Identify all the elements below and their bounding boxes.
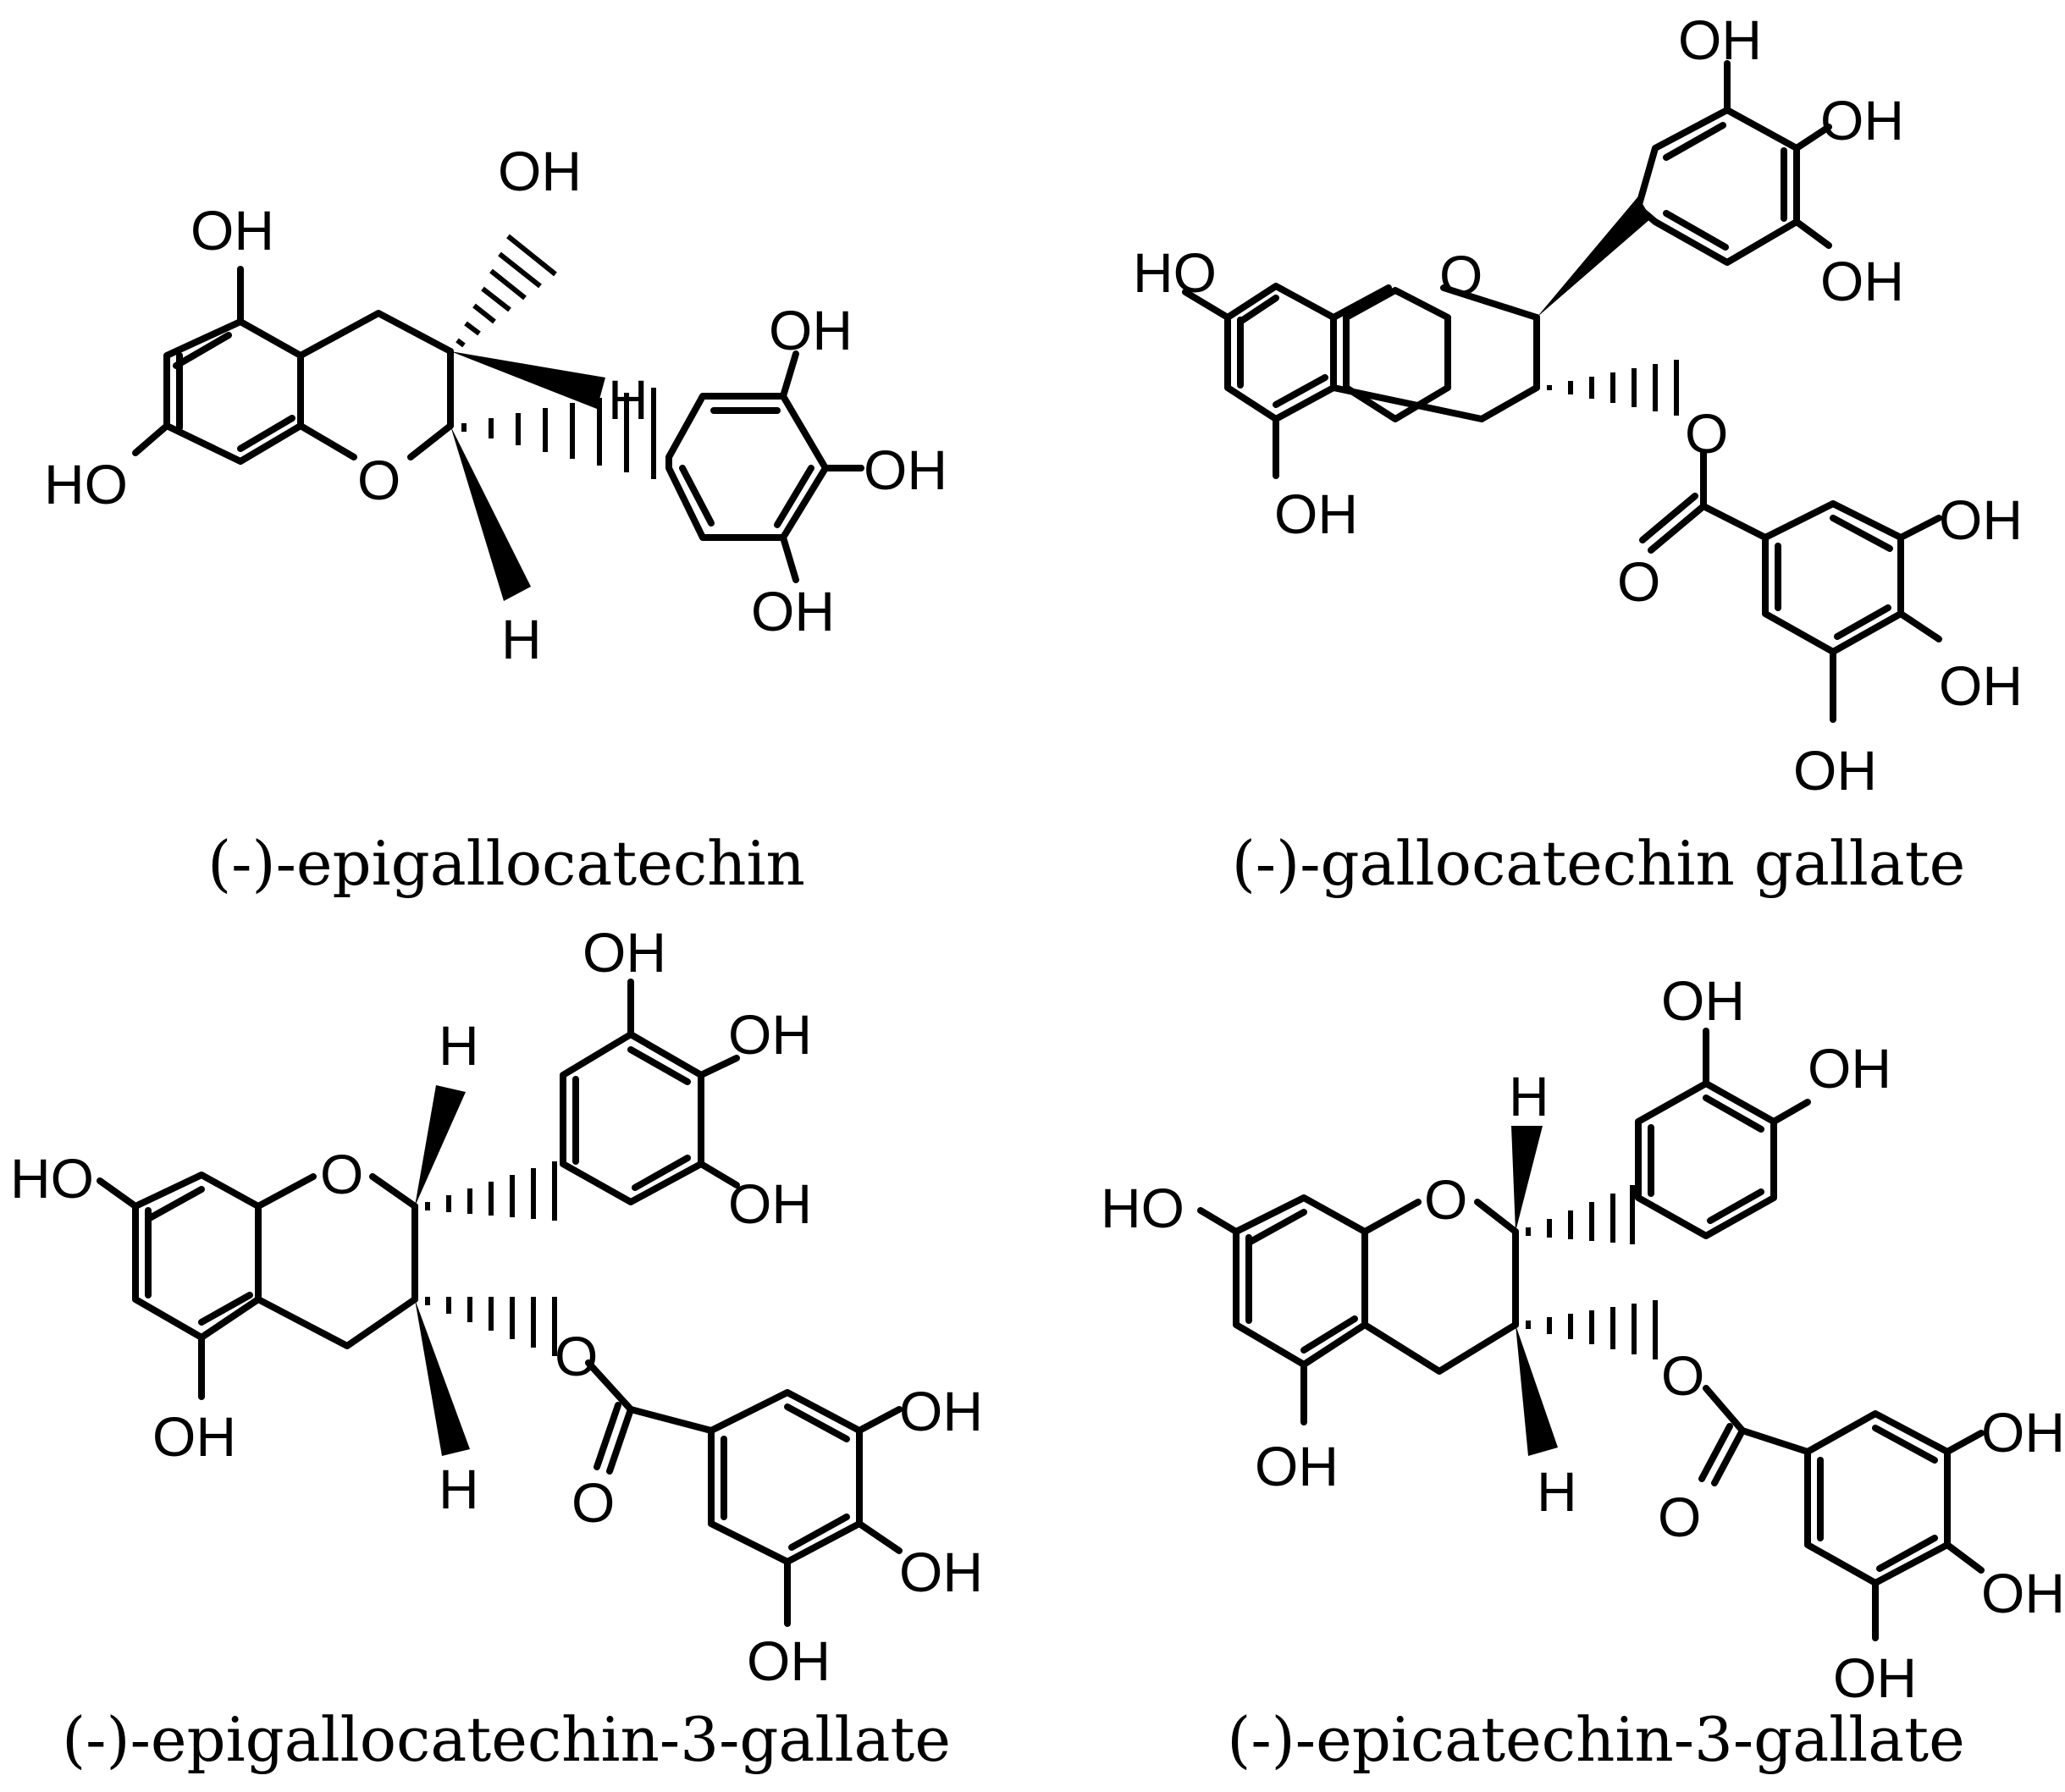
wedge-bond-h3 [1516,1325,1558,1456]
atom-label-oh-b4: OH [728,1003,812,1066]
hashed-bond-oh3 [456,234,557,348]
atom-label-oh-5: OH [152,1405,236,1468]
wedge-bond-h2 [1511,1126,1543,1232]
hashed-bond-b-ring [425,1161,557,1221]
atom-label-ring-oxygen: O [1439,244,1482,306]
stereo-bonds [415,1085,557,1456]
atom-label-carbonyl-oxygen: O [571,1471,615,1534]
atom-label-ho-7: HO [1133,241,1217,304]
atom-label-oh-g5: OH [1793,739,1877,802]
atom-label-ho-7: HO [44,453,128,516]
hashed-bond-ester [1526,1300,1658,1359]
wedge-bond-h2 [450,426,531,601]
atom-label-oh-5: OH [1255,1435,1339,1497]
atom-label-oh-b5: OH [1820,250,1904,312]
atom-label-ring-oxygen: O [1424,1168,1467,1231]
atom-label-h-2: H [501,608,542,670]
hashed-bond-b-ring [461,388,656,479]
atom-label-ester-oxygen: O [1661,1344,1704,1407]
wedge-bond-h2 [415,1085,466,1206]
wedge-bond-h3 [450,351,605,409]
atom-label-oh-g4: OH [899,1541,983,1603]
molecule-epigallocatechin: OH OH HO O H H OH OH OH (-)-epigallocate… [44,140,947,899]
atom-label-oh-b5: OH [728,1172,812,1235]
atom-label-oh-g4: OH [1981,1562,2065,1624]
atom-label-carbonyl-oxygen: O [1658,1486,1701,1548]
atom-label-ester-oxygen: O [1685,402,1728,465]
atom-label-oh-5: OH [1274,482,1358,545]
molecule-name: (-)-epicatechin-3-gallate [1227,1704,1964,1775]
atom-label-oh-3: OH [498,140,582,202]
atom-label-oh-b3: OH [1678,8,1762,71]
molecule-name: (-)-epigallocatechin-3-gallate [62,1704,951,1775]
atom-label-oh-g3: OH [899,1380,983,1442]
atom-label-oh-g3: OH [1939,488,2023,551]
hashed-bond-ester [1547,360,1679,416]
molecule-name: (-)-epigallocatechin [207,828,805,899]
hashed-bond-b-ring [1526,1185,1635,1244]
atom-label-oh-5: OH [190,199,274,262]
molecule-epicatechin-3-gallate: HO O OH H H OH OH O O OH OH OH (-)-epica… [1101,969,2065,1775]
atom-label-carbonyl-oxygen: O [1617,550,1660,613]
atom-label-ho-7: HO [1101,1177,1184,1239]
atom-label-ring-oxygen: O [357,449,400,511]
atom-label-h-3: H [608,368,649,431]
atom-label-oh-b3: OH [769,299,853,361]
atom-label-ring-oxygen: O [320,1143,363,1205]
atom-label-oh-b4: OH [1808,1037,1891,1100]
wedge-bond-h3 [415,1299,470,1456]
atom-label-ho-7: HO [10,1147,94,1210]
stereo-bonds [1511,1126,1658,1456]
atom-label-oh-b5: OH [751,580,835,642]
molecule-name: (-)-gallocatechin gallate [1232,828,1966,899]
stereo-bonds [1537,196,1679,416]
atom-label-ester-oxygen: O [555,1325,598,1387]
atom-label-oh-g5: OH [747,1629,831,1692]
bonds [1197,1028,1985,1641]
molecule-gallocatechin-gallate: HO O OH OH OH OH O O OH OH OH (-)-galloc… [1133,8,2023,899]
atom-label-oh-g5: OH [1833,1646,1917,1709]
atom-label-oh-b4: OH [864,438,947,501]
atom-label-oh-b4: OH [1820,89,1904,152]
atom-label-oh-g4: OH [1939,654,2023,717]
atom-label-h-3: H [439,1458,479,1520]
atom-label-h-3: H [1537,1460,1577,1523]
molecule-epigallocatechin-3-gallate: HO O OH H H OH OH OH O O OH OH OH (-)-ep… [10,921,983,1775]
wedge-bond-b-ring [1537,196,1651,317]
bonds [132,266,864,583]
atom-label-h-2: H [439,1014,479,1077]
bonds [97,979,903,1627]
atom-label-oh-g3: OH [1981,1401,2065,1464]
atom-label-oh-b3: OH [1661,969,1745,1032]
hashed-bond-ester [425,1297,557,1356]
bonds [1182,60,1942,723]
stereo-bonds [450,234,656,601]
atom-label-oh-b3: OH [583,921,666,984]
atom-label-h-2: H [1509,1065,1549,1128]
